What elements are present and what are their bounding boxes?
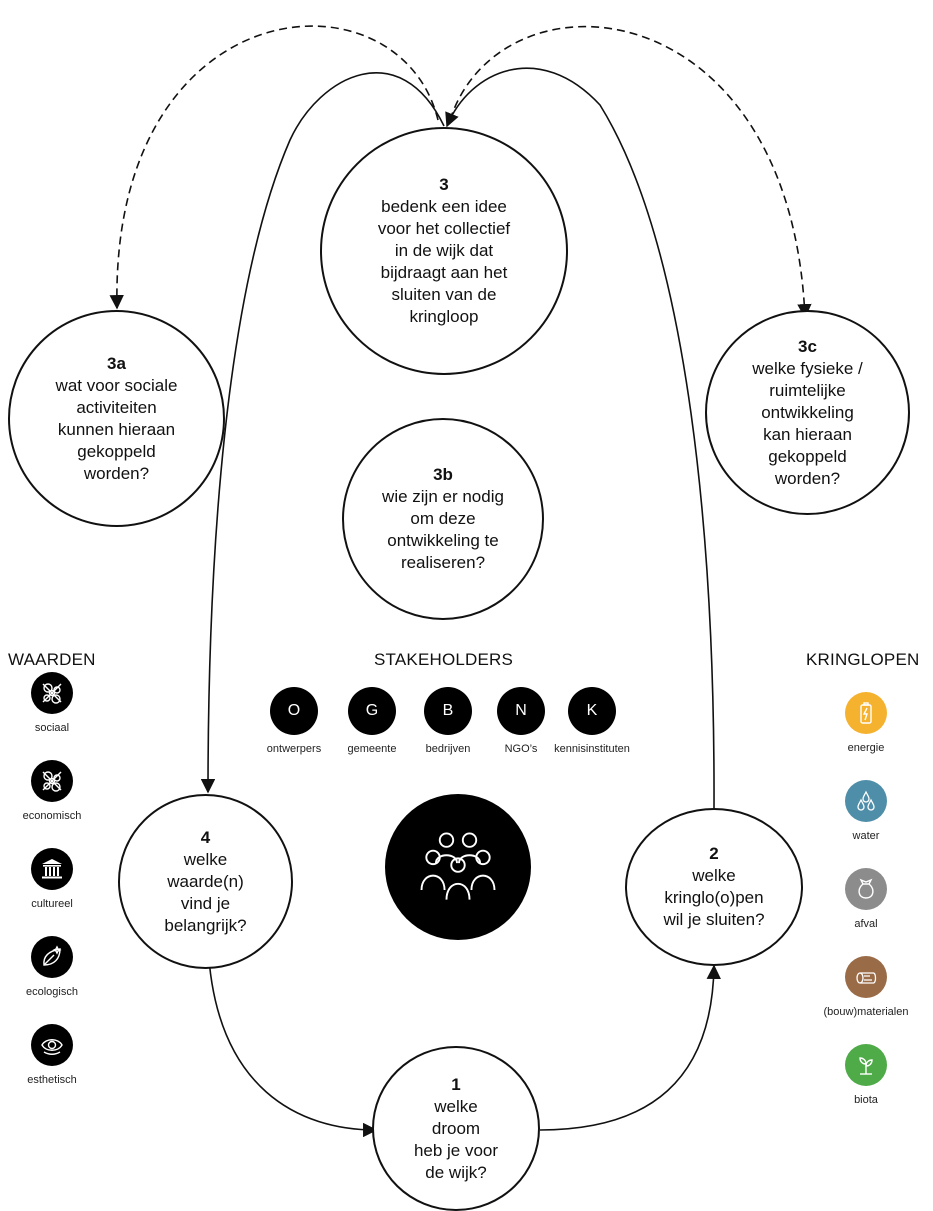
kringloop-label: (bouw)materialen <box>823 1006 909 1018</box>
circle-step-4: 4 welke waarde(n) vind je belangrijk? <box>118 794 293 969</box>
step-text: welke kringlo(o)pen wil je sluiten? <box>663 866 765 929</box>
step-text: bedenk een idee voor het collectief in d… <box>377 197 511 326</box>
kringloop-bouwmaterialen: (bouw)materialen <box>811 956 921 1018</box>
step-number: 3b <box>433 465 453 484</box>
kringloop-afval: afval <box>811 868 921 930</box>
stakeholder-badge: O <box>270 687 318 735</box>
circle-step-3b: 3b wie zijn er nodig om deze ontwikkelin… <box>342 418 544 620</box>
kringloop-water: water <box>811 780 921 842</box>
stakeholder-ngos: N NGO’s <box>481 687 561 755</box>
step-text: wie zijn er nodig om deze ontwikkeling t… <box>382 487 504 572</box>
circle-step-2: 2 welke kringlo(o)pen wil je sluiten? <box>625 808 803 966</box>
waarde-ecologisch: ecologisch <box>0 936 107 998</box>
kringloop-label: water <box>852 830 880 842</box>
stakeholder-label: bedrijven <box>425 743 471 755</box>
kringlopen-title: KRINGLOPEN <box>806 650 920 669</box>
waarde-sociaal: sociaal <box>0 672 107 734</box>
waarde-label: cultureel <box>31 898 73 910</box>
stakeholder-label: NGO’s <box>504 743 538 755</box>
battery-icon <box>845 692 887 734</box>
arrow-2-to-3 <box>445 67 715 809</box>
people-group-icon <box>385 794 531 940</box>
stakeholder-label: ontwerpers <box>266 743 322 755</box>
waarde-label: sociaal <box>34 722 70 734</box>
step-text: welke waarde(n) vind je belangrijk? <box>164 849 247 935</box>
kringloop-biota: biota <box>811 1044 921 1106</box>
step-number: 4 <box>200 827 211 847</box>
waarde-label: ecologisch <box>26 986 78 998</box>
trash-bag-icon <box>845 868 887 910</box>
kringloop-label: biota <box>854 1094 878 1106</box>
kringloop-label: energie <box>847 742 885 754</box>
stakeholders-title: STAKEHOLDERS <box>374 650 514 669</box>
waarde-label: esthetisch <box>27 1074 77 1086</box>
stakeholder-badge: N <box>497 687 545 735</box>
network-icon <box>31 760 73 802</box>
step-text: wat voor sociale activiteiten kunnen hie… <box>55 375 178 483</box>
waarde-label: economisch <box>22 810 82 822</box>
stakeholder-badge: G <box>348 687 396 735</box>
leaf-icon <box>31 936 73 978</box>
step-text: welke droom heb je voor de wijk? <box>413 1096 499 1182</box>
log-icon <box>845 956 887 998</box>
stakeholder-kennisinstituten: K kennisinstituten <box>552 687 632 755</box>
eye-icon <box>31 1024 73 1066</box>
stakeholder-label: kennisinstituten <box>554 743 630 755</box>
droplets-icon <box>845 780 887 822</box>
stakeholder-badge: B <box>424 687 472 735</box>
circle-step-3a: 3a wat voor sociale activiteiten kunnen … <box>8 310 225 527</box>
circle-step-1: 1 welke droom heb je voor de wijk? <box>372 1046 540 1211</box>
arrow-1-to-2 <box>539 964 721 1131</box>
stakeholder-label: gemeente <box>347 743 397 755</box>
step-number: 1 <box>451 1074 461 1094</box>
temple-icon <box>31 848 73 890</box>
kringloop-energie: energie <box>811 692 921 754</box>
circle-step-3: 3 bedenk een idee voor het collectief in… <box>320 127 568 375</box>
dashed-arrow-3c-to-3 <box>449 25 812 319</box>
arrow-4-to-1 <box>207 944 378 1138</box>
arrow-3-to-4 <box>200 72 445 794</box>
circle-step-3c: 3c welke fysieke / ruimtelijke ontwikkel… <box>705 310 910 515</box>
dashed-arrow-3-to-3a <box>109 25 439 310</box>
network-icon <box>31 672 73 714</box>
stakeholder-gemeente: G gemeente <box>332 687 412 755</box>
step-number: 3a <box>107 353 126 373</box>
stakeholder-badge: K <box>568 687 616 735</box>
step-number: 3c <box>798 336 817 356</box>
step-number: 2 <box>709 844 719 863</box>
waarden-title: WAARDEN <box>8 650 96 669</box>
stakeholder-bedrijven: B bedrijven <box>408 687 488 755</box>
kringloop-label: afval <box>854 918 878 930</box>
sprout-icon <box>845 1044 887 1086</box>
waarde-economisch: economisch <box>0 760 107 822</box>
stakeholder-ontwerpers: O ontwerpers <box>254 687 334 755</box>
step-number: 3 <box>439 175 449 194</box>
waarde-esthetisch: esthetisch <box>0 1024 107 1086</box>
waarde-cultureel: cultureel <box>0 848 107 910</box>
step-text: welke fysieke / ruimtelijke ontwikkeling… <box>752 358 863 488</box>
